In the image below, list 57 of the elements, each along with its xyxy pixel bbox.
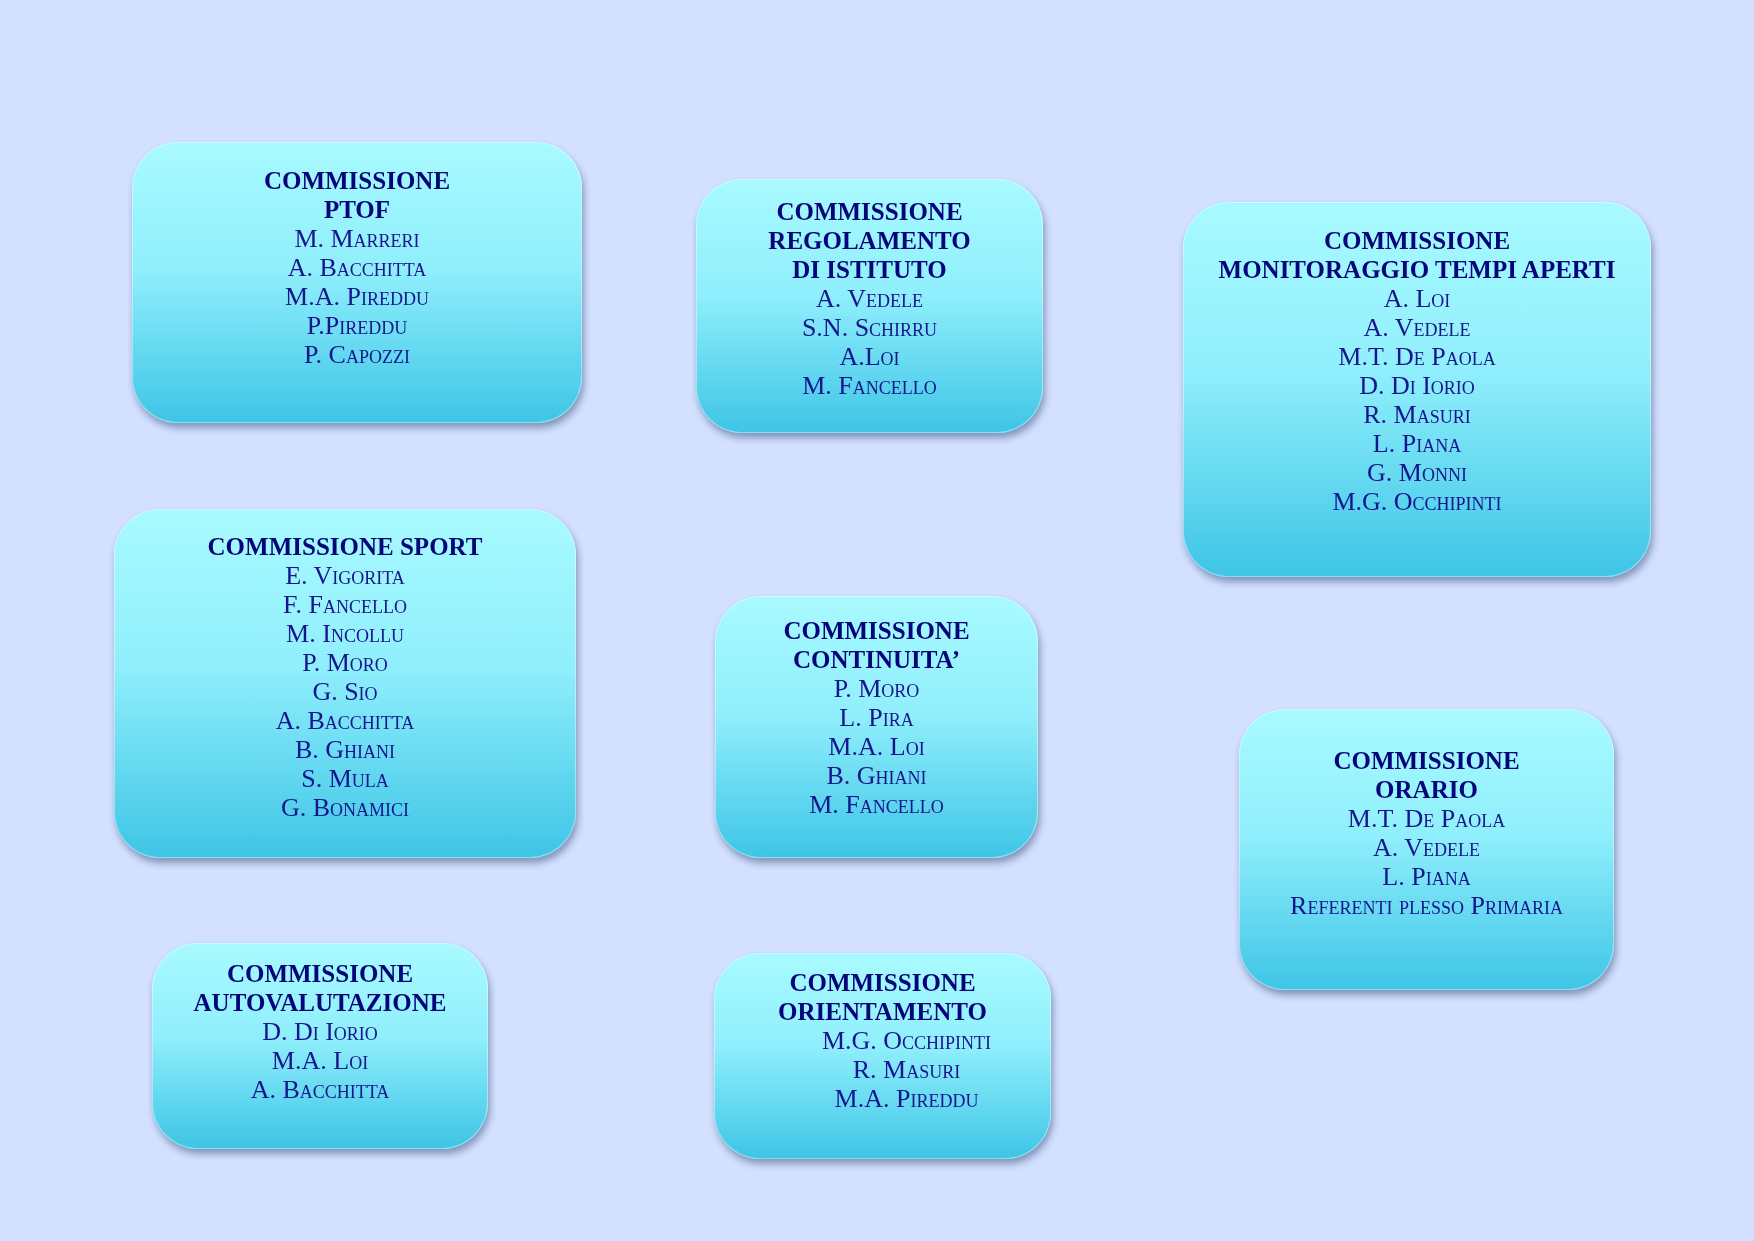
member-name: G. Sio (312, 677, 378, 706)
member-name: A. Vedele (1363, 313, 1471, 342)
commission-card (132, 142, 582, 423)
member-name: R. Masuri (852, 1055, 961, 1084)
member-name: M.G. Occhipinti (821, 1026, 992, 1055)
commission-title: COMMISSIONE ORARIO (1333, 746, 1520, 804)
member-name: M.A. Pireddu (834, 1084, 979, 1113)
member-name: A. Vedele (1372, 833, 1481, 862)
commission-title: COMMISSIONE PTOF (263, 166, 451, 224)
commission-card (715, 596, 1038, 858)
member-name: L. Piana (1382, 862, 1471, 891)
member-name: A. Bacchitta (250, 1075, 390, 1104)
member-name: A. Bacchitta (287, 253, 427, 282)
member-name: D. Di Iorio (1359, 371, 1475, 400)
member-name: M.A. Pireddu (285, 282, 429, 311)
member-name: R. Masuri (1363, 400, 1471, 429)
member-name: A. Bacchitta (275, 706, 415, 735)
member-name: B. Ghiani (826, 761, 927, 790)
commission-title: COMMISSIONE CONTINUITA’ (783, 616, 970, 674)
member-name: E. Vigorita (285, 561, 405, 590)
commission-title: COMMISSIONE AUTOVALUTAZIONE (193, 959, 447, 1017)
commission-card (152, 943, 488, 1149)
member-name: M. Marreri (294, 224, 420, 253)
member-name: M. Fancello (809, 790, 944, 819)
member-name: M.A. Loi (828, 732, 925, 761)
member-name: M. Fancello (802, 371, 937, 400)
member-name: P. Capozzi (304, 340, 410, 369)
member-name: Referenti plesso Primaria (1290, 891, 1563, 920)
member-name: P. Moro (302, 648, 388, 677)
commission-title: COMMISSIONE ORIENTAMENTO (778, 968, 987, 1026)
member-name: L. Pira (839, 703, 914, 732)
commission-card (714, 953, 1051, 1159)
member-name: D. Di Iorio (262, 1017, 378, 1046)
member-name: M. Incollu (286, 619, 404, 648)
member-name: M.T. De Paola (1347, 804, 1506, 833)
member-name: F. Fancello (283, 590, 407, 619)
member-name: G. Monni (1367, 458, 1467, 487)
commission-card (696, 179, 1043, 433)
commission-title: COMMISSIONE SPORT (207, 532, 483, 561)
member-name: M.A. Loi (271, 1046, 369, 1075)
member-name: G. Bonamici (280, 793, 410, 822)
member-name: P. Moro (833, 674, 920, 703)
member-name: S. Mula (301, 764, 389, 793)
member-name: B. Ghiani (294, 735, 396, 764)
commission-card (114, 509, 576, 858)
commission-card (1239, 709, 1614, 990)
member-name: A. Vedele (815, 284, 924, 313)
member-name: M.G. Occhipinti (1332, 487, 1502, 516)
commission-card (1183, 202, 1651, 577)
commission-title: COMMISSIONE MONITORAGGIO TEMPI APERTI (1218, 226, 1616, 284)
member-name: P.Pireddu (306, 311, 408, 340)
member-name: S.N. Schirru (801, 313, 938, 342)
commission-title: COMMISSIONE REGOLAMENTO DI ISTITUTO (768, 197, 971, 284)
member-name: L. Piana (1372, 429, 1462, 458)
member-name: A. Loi (1383, 284, 1451, 313)
member-name: A.Loi (839, 342, 900, 371)
member-name: M.T. De Paola (1338, 342, 1496, 371)
